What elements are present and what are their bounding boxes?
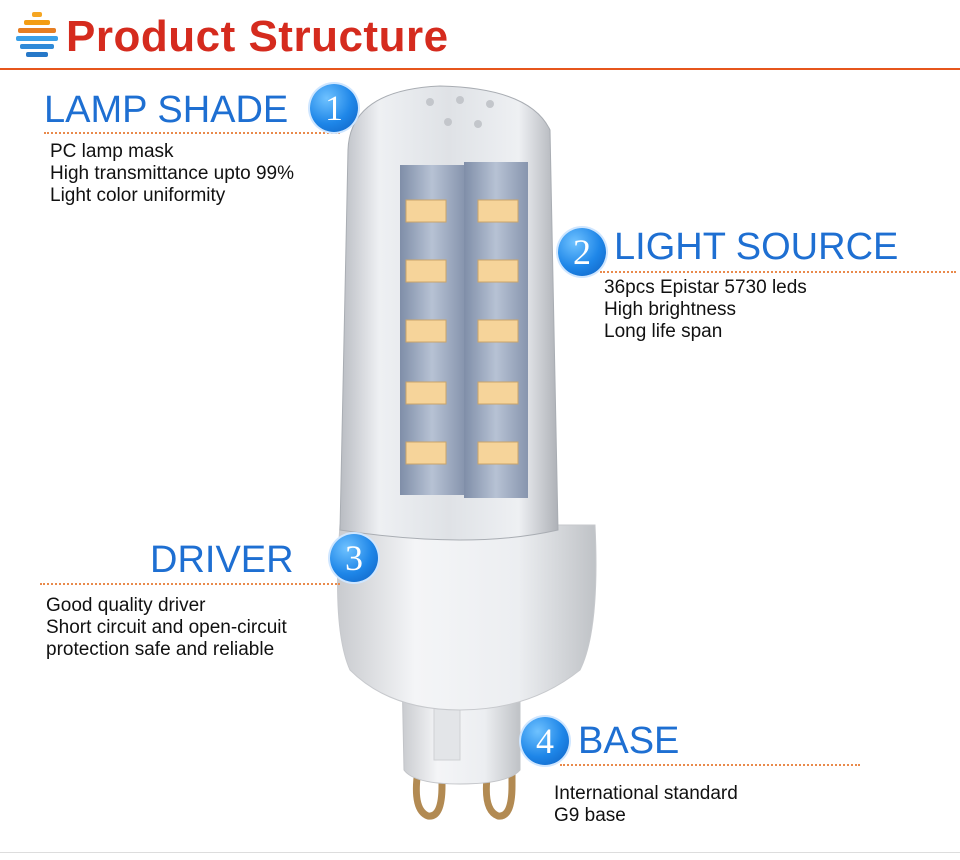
bottom-divider <box>0 852 960 853</box>
lamp-shade-line: PC lamp mask <box>50 141 174 162</box>
step-3-badge: 3 <box>330 534 378 582</box>
base-description: International standard G9 base <box>554 783 738 827</box>
led-bulb-illustration <box>337 85 597 820</box>
page-title: Product Structure <box>66 12 449 61</box>
step-1-badge: 1 <box>310 84 358 132</box>
lamp-shade-heading: LAMP SHADE <box>44 89 289 131</box>
header-divider <box>0 68 960 70</box>
driver-line: Good quality driver <box>46 595 206 616</box>
light-source-heading: LIGHT SOURCE <box>614 226 899 268</box>
light-source-line: 36pcs Epistar 5730 leds <box>604 277 807 298</box>
base-divider <box>560 764 860 766</box>
driver-divider <box>40 583 340 585</box>
light-source-divider <box>600 271 956 273</box>
lamp-shade-divider <box>44 132 340 134</box>
light-source-line: Long life span <box>604 321 723 342</box>
brand-logo-icon <box>16 12 58 57</box>
base-line: G9 base <box>554 805 626 826</box>
lamp-shade-description: PC lamp mask High transmittance upto 99%… <box>50 141 294 207</box>
light-source-description: 36pcs Epistar 5730 leds High brightness … <box>604 277 807 343</box>
base-heading: BASE <box>578 720 680 762</box>
light-source-line: High brightness <box>604 299 737 320</box>
step-4-badge: 4 <box>521 717 569 765</box>
driver-line: protection safe and reliable <box>46 639 275 660</box>
step-2-badge: 2 <box>558 228 606 276</box>
lamp-shade-line: High transmittance upto 99% <box>50 163 294 184</box>
page-header: Product Structure <box>0 0 960 70</box>
driver-description: Good quality driver Short circuit and op… <box>46 595 287 661</box>
driver-line: Short circuit and open-circuit <box>46 617 287 638</box>
base-line: International standard <box>554 783 738 804</box>
driver-heading: DRIVER <box>150 539 294 581</box>
lamp-shade-line: Light color uniformity <box>50 185 226 206</box>
